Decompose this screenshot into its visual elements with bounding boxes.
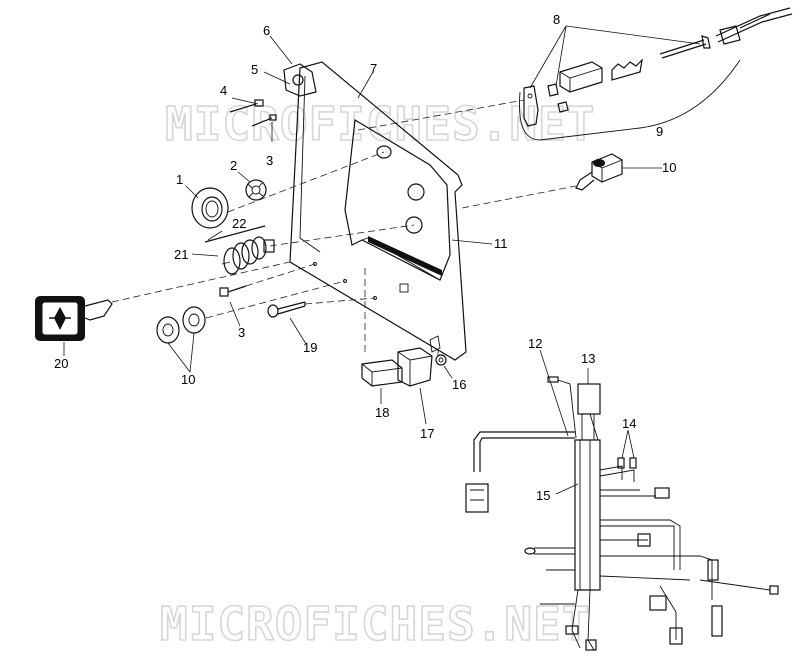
callout-22: 22 — [232, 216, 246, 231]
assembly-bracket-9 — [519, 59, 741, 141]
screw-3-upper — [251, 114, 277, 127]
callout-16: 16 — [452, 377, 466, 392]
leader-lines — [63, 25, 701, 495]
ignition-switch-21 — [221, 236, 275, 275]
callout-19: 19 — [303, 340, 317, 355]
nut-1 — [191, 187, 229, 229]
washer-2 — [245, 179, 267, 201]
callout-10-upper: 10 — [662, 160, 676, 175]
mount-block-17 — [397, 347, 433, 387]
mount-block-18 — [361, 359, 403, 387]
toggle-switch-10 — [575, 153, 623, 191]
panel-hole-2 — [407, 183, 425, 201]
callout-9: 9 — [656, 124, 663, 139]
callout-3-upper: 3 — [266, 153, 273, 168]
callout-7: 7 — [370, 61, 377, 76]
nut-16 — [435, 354, 447, 366]
callout-4: 4 — [220, 83, 227, 98]
callout-1: 1 — [176, 172, 183, 187]
callout-20: 20 — [54, 356, 68, 371]
callout-12: 12 — [528, 336, 542, 351]
callout-13: 13 — [581, 351, 595, 366]
callout-15: 15 — [536, 488, 550, 503]
callout-6: 6 — [263, 23, 270, 38]
callout-14: 14 — [622, 416, 636, 431]
key-20 — [35, 296, 113, 341]
callout-21: 21 — [174, 247, 188, 262]
callout-5: 5 — [251, 62, 258, 77]
callouts: 1 2 3 4 5 6 7 8 9 10 11 12 13 14 15 16 1… — [54, 12, 676, 503]
alignment-lines — [111, 99, 577, 356]
screw-19 — [267, 301, 306, 318]
bracket-22 — [204, 225, 266, 243]
callout-11: 11 — [494, 236, 508, 251]
wiring-harness-15 — [465, 376, 779, 651]
callout-18: 18 — [375, 405, 389, 420]
connector-left — [465, 483, 489, 513]
callout-17: 17 — [420, 426, 434, 441]
callout-2: 2 — [230, 158, 237, 173]
dash-panel — [283, 61, 467, 361]
watermark-top: MICROFICHES.NET — [165, 97, 595, 151]
panel-hole-1 — [376, 145, 392, 159]
choke-assembly-8 — [523, 7, 793, 127]
callout-10-lower: 10 — [181, 372, 195, 387]
watermark-bottom: MICROFICHES.NET — [160, 597, 590, 651]
callout-3-lower: 3 — [238, 325, 245, 340]
callout-8: 8 — [553, 12, 560, 27]
screw-3-lower — [219, 285, 247, 297]
panel-hole-3 — [405, 216, 423, 234]
nut-washer-10 — [156, 306, 206, 344]
